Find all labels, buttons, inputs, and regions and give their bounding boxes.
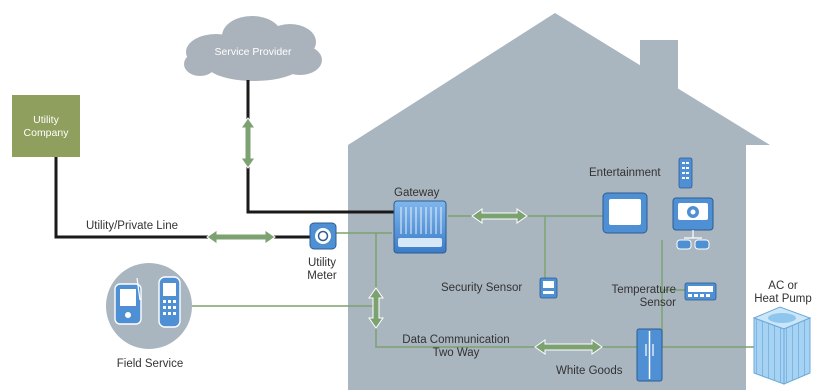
temperature-sensor-label-line1: Temperature — [611, 284, 676, 296]
security-sensor-icon — [539, 277, 558, 299]
utility-company-label-line2: Company — [24, 127, 70, 139]
ac-label-line1: AC or — [768, 280, 798, 292]
temperature-sensor-label-line2: Sensor — [640, 297, 677, 309]
utility-company-label-line1: Utility — [33, 114, 59, 126]
utility-private-line-label: Utility/Private Line — [86, 220, 178, 232]
arrow-data-communication — [534, 339, 603, 355]
utility-company: Utility Company — [12, 95, 80, 157]
utility-company-box — [12, 95, 80, 157]
mobile-phone-icon — [158, 276, 181, 328]
data-connections — [192, 215, 760, 348]
security-sensor-label: Security Sensor — [441, 282, 522, 294]
data-line-trunk — [375, 233, 760, 348]
thermostat-icon — [684, 282, 717, 301]
remote-control-icon — [678, 157, 693, 189]
house-chimney — [640, 40, 678, 100]
ac-heat-pump: AC or Heat Pump — [752, 280, 812, 385]
data-communication-label-line2: Two Way — [433, 347, 480, 359]
entertainment-label: Entertainment — [589, 167, 661, 179]
service-provider-label: Service Provider — [214, 46, 292, 58]
field-service-label: Field Service — [117, 358, 183, 370]
data-communication-label-line1: Data Communication — [402, 334, 509, 346]
utility-meter-label-line2: Meter — [307, 270, 337, 282]
arrow-gateway-entertainment — [471, 208, 528, 224]
ac-unit-icon — [752, 306, 812, 385]
ac-label-line2: Heat Pump — [754, 293, 812, 305]
gateway: Gateway — [393, 187, 447, 254]
white-goods-label: White Goods — [556, 365, 623, 377]
arrow-utility-line — [206, 229, 276, 245]
white-goods: White Goods — [556, 328, 663, 382]
utility-meter-label-line1: Utility — [308, 257, 336, 269]
refrigerator-icon — [636, 328, 663, 382]
field-service: Field Service — [106, 263, 192, 370]
arrows — [206, 117, 603, 355]
wired-connections — [54, 80, 396, 239]
security-sensor: Security Sensor — [441, 277, 558, 299]
entertainment: Entertainment — [589, 157, 714, 250]
gateway-label: Gateway — [394, 187, 440, 199]
temperature-sensor: Temperature Sensor — [611, 282, 717, 309]
utility-meter: Utility Meter — [307, 222, 337, 282]
arrow-service-provider-vertical — [240, 117, 256, 169]
arrow-trunk-vertical — [368, 287, 384, 329]
tv-icon — [602, 192, 648, 234]
service-provider-cloud: Service Provider — [184, 16, 322, 81]
pda-device-icon — [114, 277, 142, 325]
game-console-icon — [672, 197, 714, 250]
house-roof — [348, 13, 770, 145]
